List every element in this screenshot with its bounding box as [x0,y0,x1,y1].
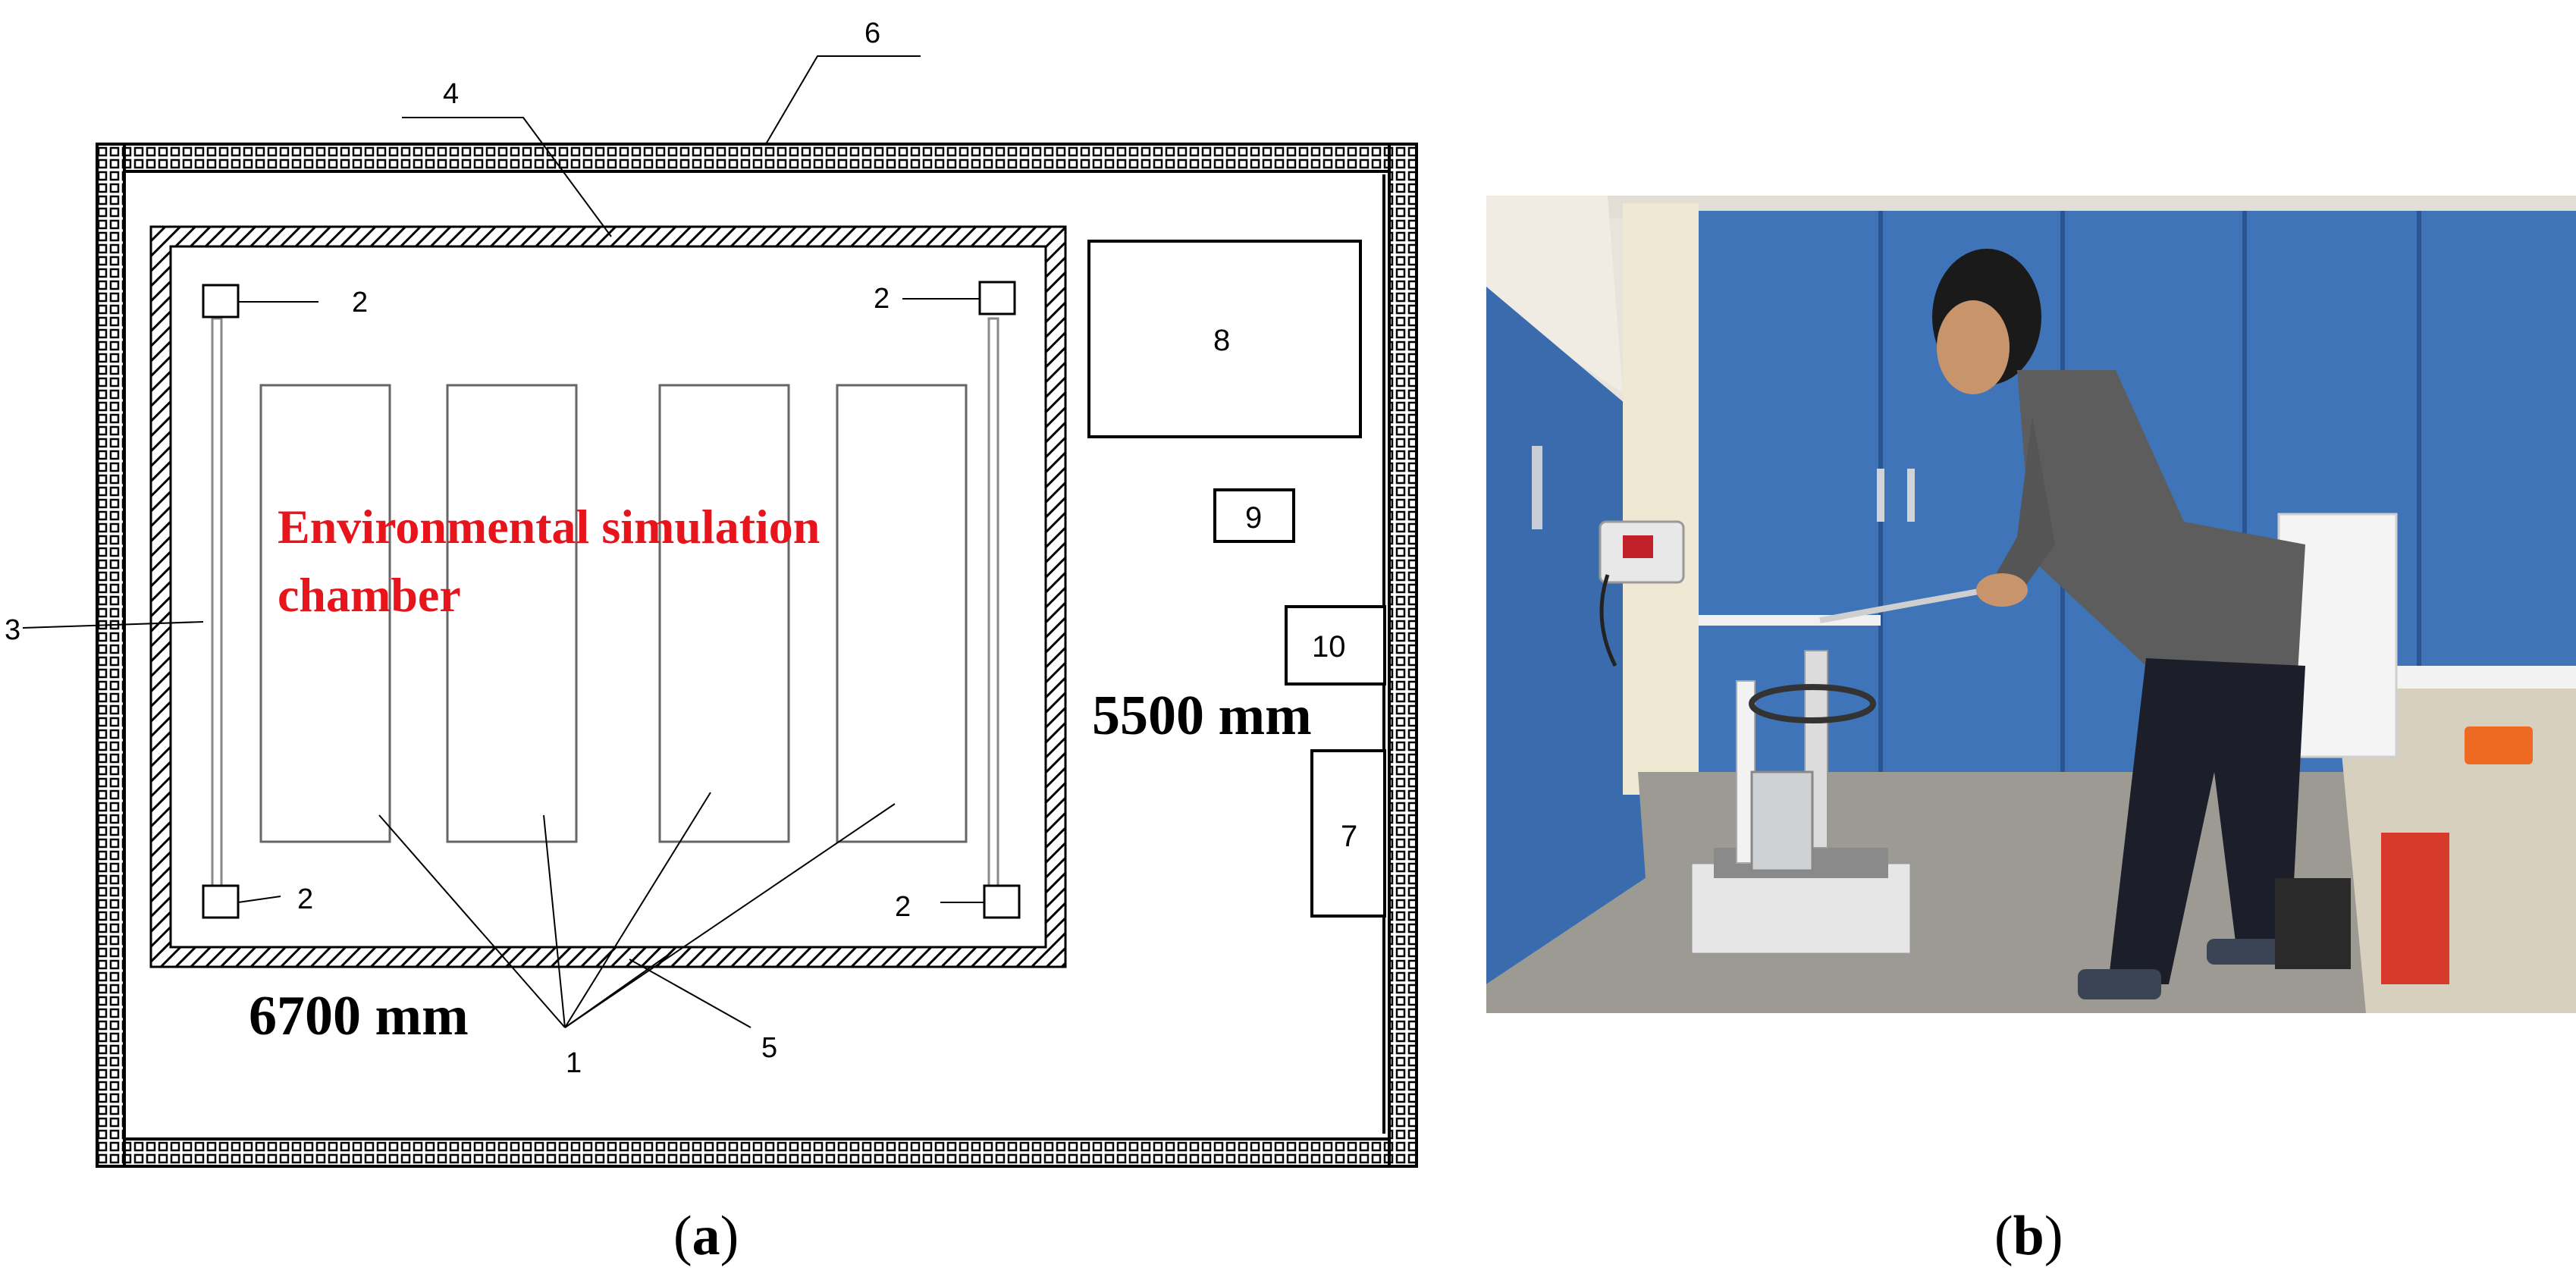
outer-wall [96,143,1418,1168]
corner-boxes [202,281,1021,919]
leader-line-3 [22,621,204,629]
leader-line-6 [765,55,921,145]
callout-2-top-right: 2 [874,283,890,315]
callout-10: 10 [1312,630,1346,664]
chamber-label-line-2: chamber [278,568,461,622]
callout-5: 5 [761,1032,777,1064]
callout-2-bottom-right: 2 [895,891,911,923]
callout-1: 1 [566,1047,582,1079]
height-dimension: 5500 mm [1092,685,1312,747]
callout-8: 8 [1213,324,1230,357]
specimen-slabs [259,384,968,843]
callout-6: 6 [864,17,880,49]
callout-3: 3 [5,614,20,646]
callout-9: 9 [1245,501,1262,535]
compaction-apparatus [1599,520,1988,955]
equipment [1087,240,1386,918]
callout-4: 4 [443,78,459,110]
caption-a: (a) [673,1205,739,1267]
leader-line-5 [629,959,751,1028]
leader-lines-1 [378,792,896,1028]
caption-b: (b) [1994,1205,2063,1267]
callout-2-top-left: 2 [352,287,368,318]
floor-plan-diagram: 2 2 2 2 3 4 5 6 1 8 9 10 7 Environmental… [5,17,1418,1168]
callout-2-bottom-left: 2 [297,883,313,915]
width-dimension: 6700 mm [249,985,469,1047]
callout-7: 7 [1341,820,1357,853]
person-operating-apparatus [1932,249,2305,999]
lab-photograph [1486,196,2576,1013]
leader-line-4 [402,117,612,237]
chamber-label-line-1: Environmental simulation [278,500,820,554]
